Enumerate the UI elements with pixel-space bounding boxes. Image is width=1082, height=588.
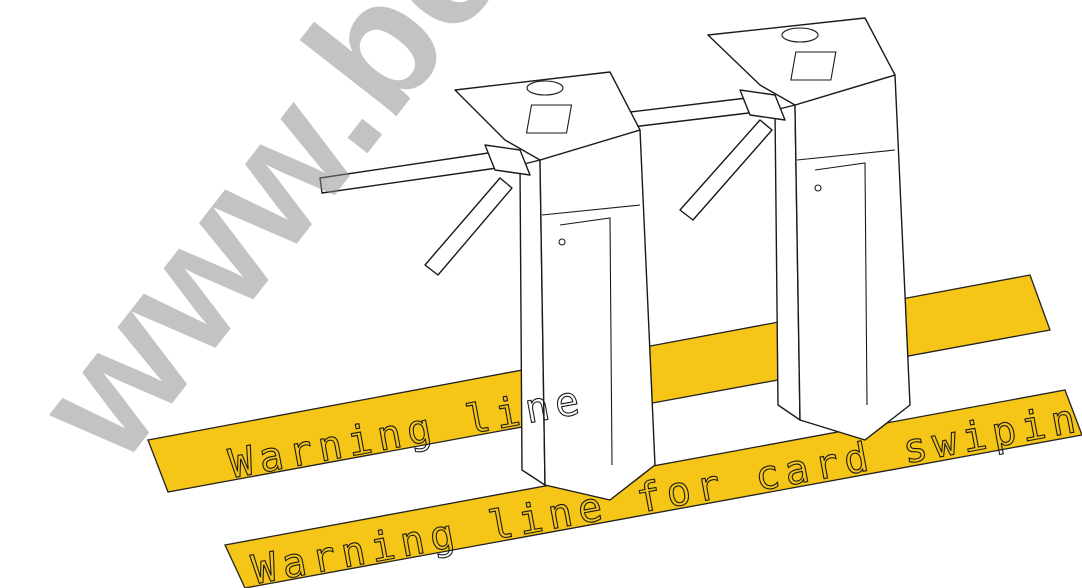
right-arm-lower — [679, 119, 773, 221]
rfid-card-reader-icon — [790, 51, 837, 81]
rfid-card-reader-icon — [525, 104, 573, 134]
right-turnstile — [679, 17, 911, 441]
left-cabinet-top — [454, 71, 641, 161]
mid-crossbar — [629, 96, 758, 128]
front-warning-strip — [224, 389, 1082, 588]
left-turnstile — [424, 71, 656, 501]
left-arm-lower — [424, 177, 513, 276]
right-cabinet-top — [707, 17, 896, 106]
right-cabinet-front — [794, 74, 911, 441]
left-cabinet-front — [539, 129, 656, 501]
